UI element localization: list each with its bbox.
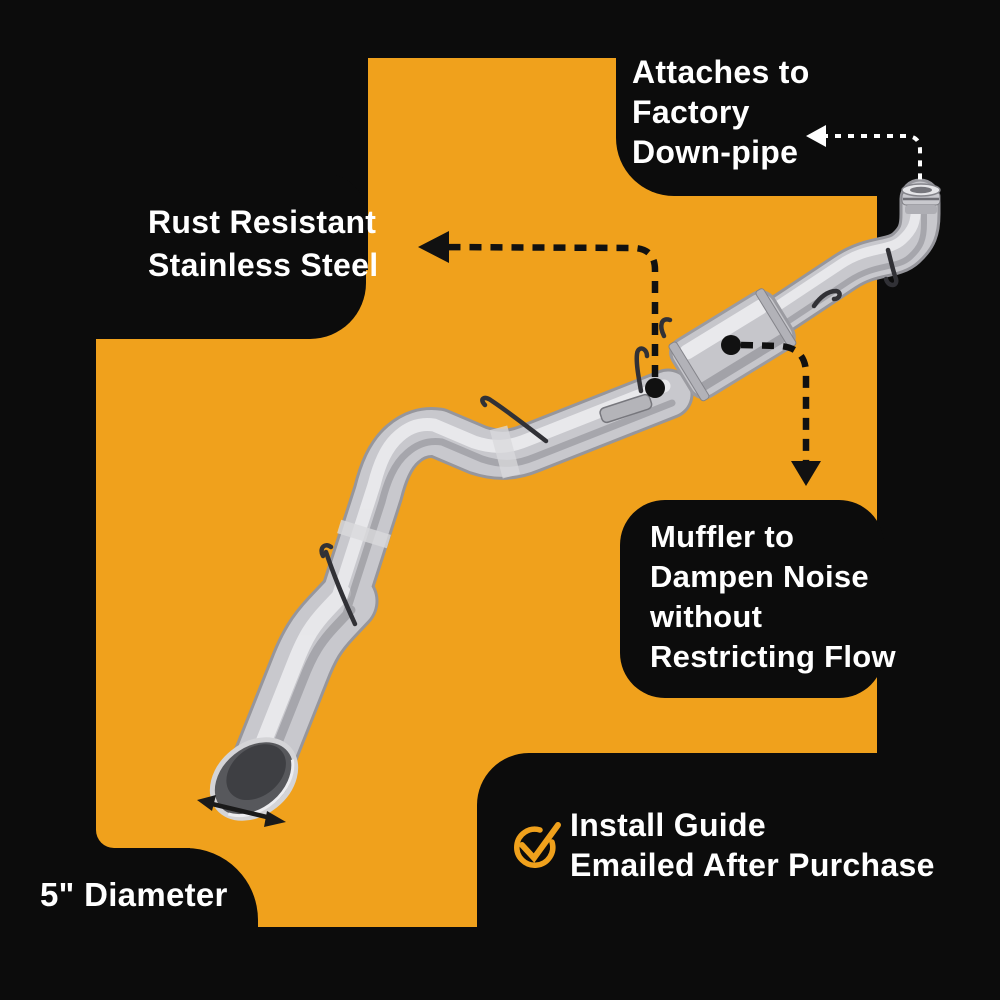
muffler-line-3: without <box>650 599 763 634</box>
attaches-line-3: Down-pipe <box>632 134 799 170</box>
install-callout-text: Install Guide Emailed After Purchase <box>570 805 935 885</box>
attaches-callout-panel <box>616 0 1000 196</box>
diameter-callout-text: 5" Diameter <box>40 877 228 913</box>
muffler-line-1: Muffler to <box>650 519 795 554</box>
muffler-line-2: Dampen Noise <box>650 559 869 594</box>
muffler-callout-text: Muffler to Dampen Noise without Restrict… <box>650 517 896 677</box>
muffler-line-4: Restricting Flow <box>650 639 896 674</box>
attaches-callout-text: Attaches to Factory Down-pipe <box>632 52 810 172</box>
rust-line-2: Stainless Steel <box>148 247 379 283</box>
diameter-label: 5" Diameter <box>40 876 228 913</box>
install-line-1: Install Guide <box>570 807 766 843</box>
attaches-line-1: Attaches to <box>632 54 810 90</box>
rust-callout-text: Rust Resistant Stainless Steel <box>148 201 378 287</box>
rust-callout-panel <box>0 174 366 339</box>
rust-line-1: Rust Resistant <box>148 204 377 240</box>
install-line-2: Emailed After Purchase <box>570 847 935 883</box>
diameter-callout-panel <box>0 848 258 1000</box>
attaches-line-2: Factory <box>632 94 750 130</box>
install-callout-panel <box>477 753 1000 1000</box>
